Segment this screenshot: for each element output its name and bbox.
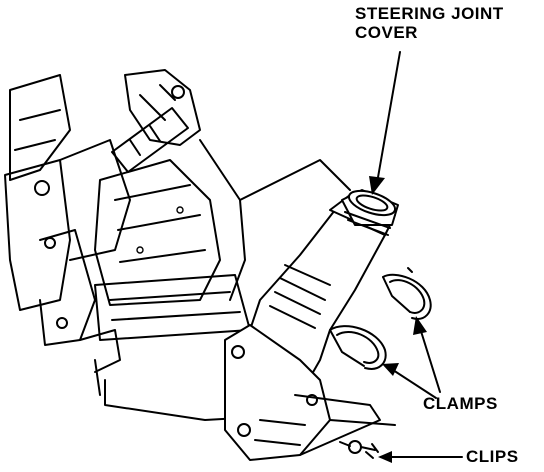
clamps [329,267,432,370]
steering-joint-cover-label-line1: STEERING JOINT [355,4,504,23]
leader-lines [369,51,463,463]
chassis-structure [4,69,351,421]
steering-joint-cover-label: STEERING JOINT COVER [355,4,504,42]
clamps-label: CLAMPS [423,394,498,413]
clip [339,440,379,459]
steering-joint-cover [224,189,399,461]
clips-label: CLIPS [466,447,519,466]
steering-joint-cover-label-line2: COVER [355,23,418,42]
